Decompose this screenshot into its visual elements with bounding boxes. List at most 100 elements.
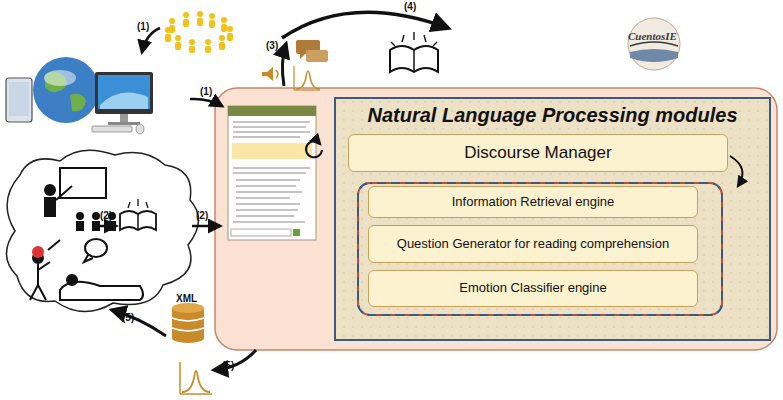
bell-curve	[180, 393, 212, 395]
refresh-icon	[306, 141, 322, 157]
bell-curve	[293, 66, 294, 90]
devices	[33, 57, 99, 123]
cloud	[48, 240, 60, 250]
bell-curve	[182, 371, 210, 392]
callout-number: (4)	[404, 1, 416, 12]
main-panel	[215, 88, 777, 350]
nlp-background	[335, 98, 770, 340]
arrow	[282, 12, 448, 38]
people-circle	[197, 11, 203, 17]
cloud	[44, 197, 56, 217]
chat-window	[236, 179, 300, 180]
devices	[108, 122, 140, 125]
chat-window	[293, 229, 300, 236]
callout-number: (5)	[122, 312, 134, 323]
book-icon	[391, 32, 437, 46]
arrow	[214, 350, 256, 370]
chat-window	[233, 167, 310, 168]
people-circle	[175, 42, 181, 50]
devices	[6, 57, 153, 134]
chat-window	[236, 197, 290, 198]
people-circle	[205, 46, 211, 53]
devices	[100, 93, 148, 110]
module-panel: Natural Language Processing modulesDisco…	[335, 98, 770, 340]
main-panel	[215, 88, 777, 350]
chat-window	[236, 209, 298, 210]
devices	[95, 72, 153, 114]
arrow	[100, 225, 116, 228]
cloud	[85, 239, 107, 257]
people-circle	[221, 24, 227, 32]
chat-window	[233, 126, 306, 127]
people-circle	[169, 18, 175, 24]
arrow	[282, 44, 286, 86]
database-icon	[172, 303, 204, 343]
logo	[630, 42, 678, 46]
devices	[6, 78, 32, 122]
process-box: Discourse Manager	[348, 134, 728, 172]
bell-curve	[296, 71, 320, 89]
devices	[9, 82, 29, 116]
cloud	[30, 239, 143, 300]
logo	[630, 49, 678, 62]
logo	[628, 18, 680, 70]
people-circle	[189, 39, 195, 45]
people-circle	[169, 25, 175, 33]
book-icon	[120, 199, 156, 230]
nlp-background	[730, 156, 743, 186]
cloud	[44, 184, 56, 196]
box-label: Information Retrieval engine	[452, 195, 615, 210]
chat-window	[236, 191, 302, 192]
bell-curve	[179, 362, 181, 394]
cloud	[37, 264, 39, 285]
devices	[44, 70, 76, 86]
chat-window	[236, 215, 294, 216]
chat-window	[231, 229, 291, 236]
people-circle	[165, 11, 233, 53]
people-circle	[219, 35, 225, 41]
chat-window	[228, 106, 316, 240]
process-box: Question Generator for reading comprehen…	[368, 225, 698, 263]
chat-window	[233, 136, 300, 137]
chat-window	[228, 106, 316, 116]
database-icon	[172, 333, 204, 343]
people-circle	[209, 13, 215, 19]
book-icon	[390, 32, 438, 72]
callout-number: (1)	[137, 21, 149, 32]
people-circle	[189, 46, 195, 53]
people-circle	[183, 12, 189, 18]
speaker-icon	[262, 67, 273, 81]
chat-window	[233, 168, 310, 222]
chat-window	[233, 131, 310, 132]
people-circle	[183, 19, 189, 27]
nlp-background	[335, 98, 770, 340]
bell-curve	[180, 362, 212, 394]
box-label: Emotion Classifier engine	[459, 281, 606, 296]
book-icon	[413, 50, 415, 72]
book-icon	[128, 199, 148, 208]
people-circle	[209, 20, 215, 28]
arrow	[112, 310, 166, 336]
nlp-background	[358, 183, 722, 315]
callout-number: (2)	[196, 210, 208, 221]
cloud	[44, 168, 116, 231]
cloud	[32, 246, 44, 258]
chat-window	[228, 106, 316, 240]
speaker-icon	[262, 67, 278, 81]
chat-window	[233, 172, 306, 173]
cloud	[60, 168, 106, 198]
people-circle	[197, 18, 203, 26]
box-label: Question Generator for reading comprehen…	[397, 237, 669, 252]
people-circle	[165, 34, 171, 42]
devices	[98, 75, 150, 109]
callout-number: (2)	[100, 210, 112, 221]
cloud	[92, 221, 100, 231]
devices	[120, 114, 128, 122]
chat-window	[233, 122, 310, 137]
devices	[136, 124, 144, 134]
cloud	[76, 212, 84, 220]
panel-title: Natural Language Processing modules	[367, 104, 737, 127]
book-icon	[120, 211, 156, 230]
process-box: Information Retrieval engine	[368, 186, 698, 218]
